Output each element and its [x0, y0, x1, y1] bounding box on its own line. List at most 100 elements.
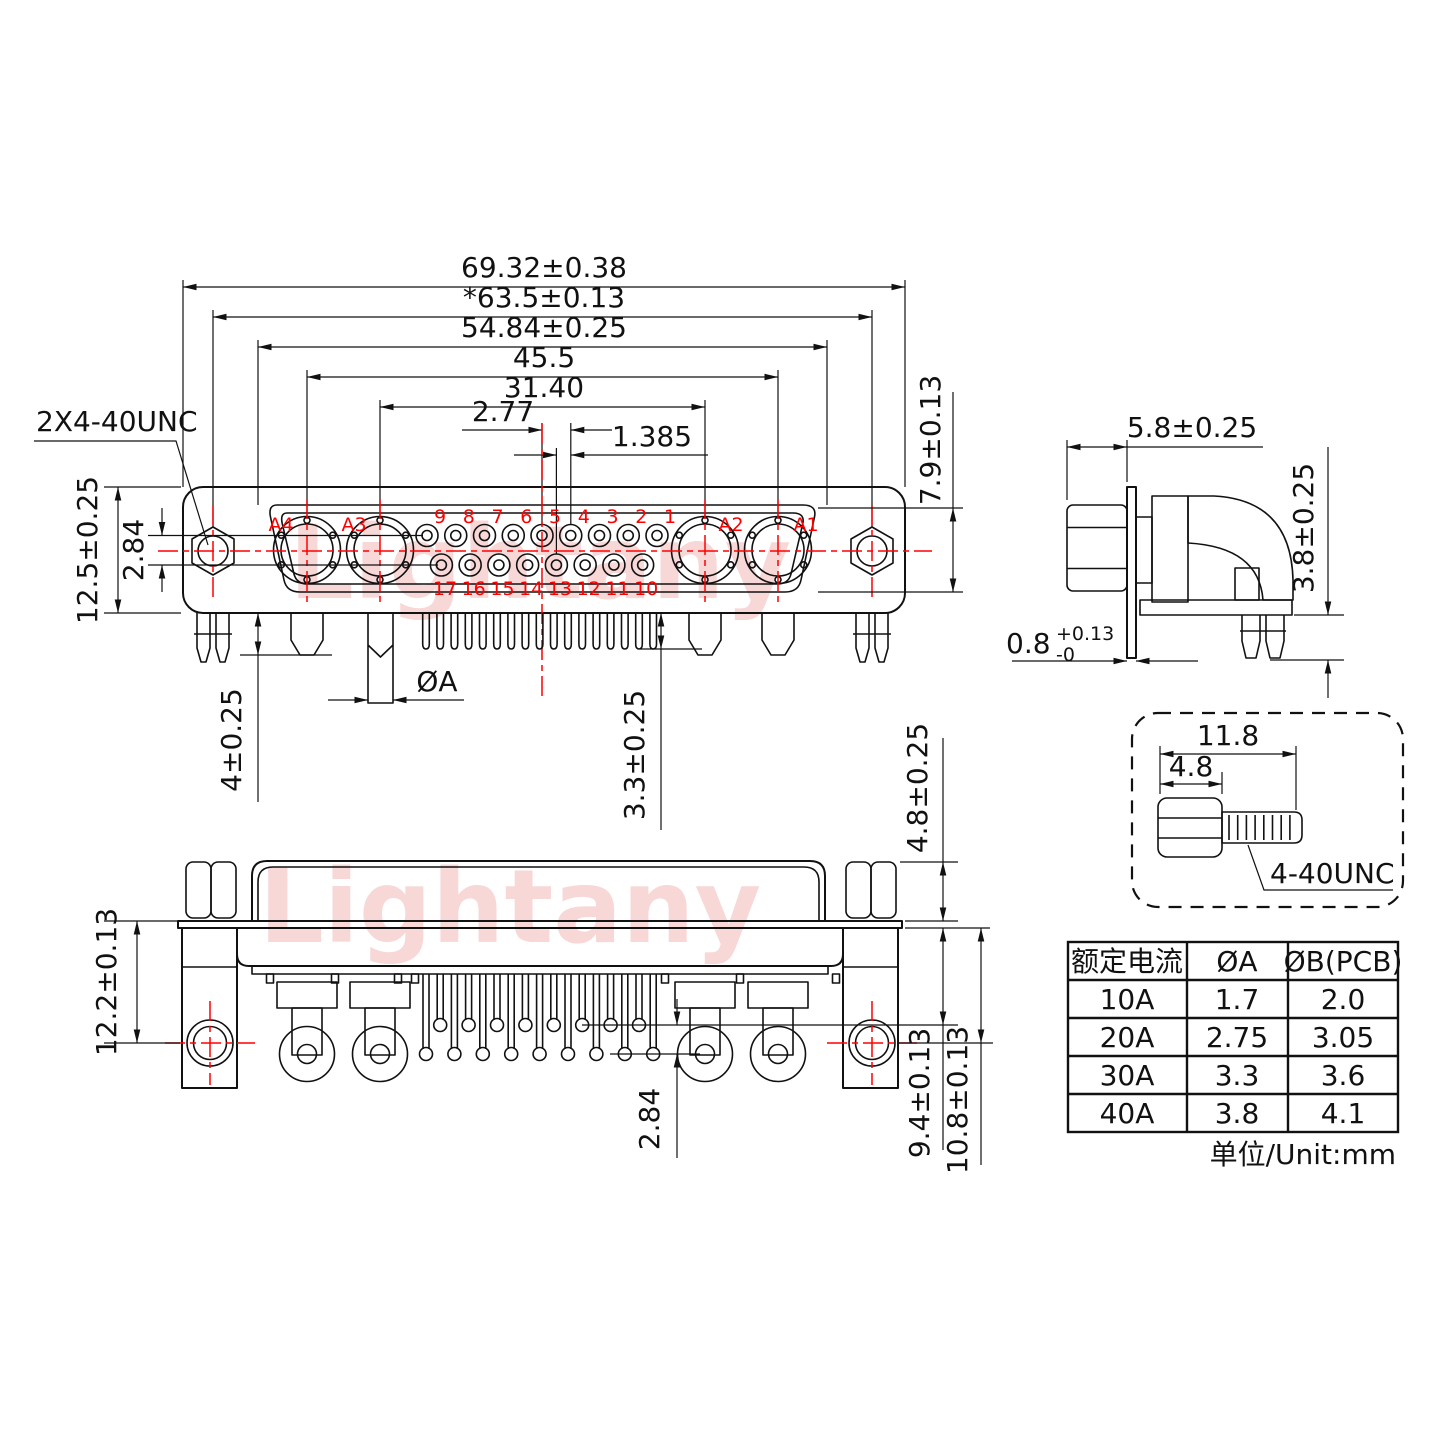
contact-label-a2: A2 [718, 514, 743, 536]
pin-number-1: 1 [664, 506, 676, 528]
dim-row-offset: 2.84 [117, 519, 150, 581]
table-header-dia-a: ØA [1216, 945, 1257, 978]
bottom-coax-pin-a2 [674, 981, 736, 1083]
pin-number-9: 9 [434, 506, 446, 528]
side-foot-plate [1139, 599, 1293, 616]
watermark-text-bottom: Lightany [259, 848, 761, 967]
front-view: 69.32±0.38 *63.5±0.13 54.84±0.25 45.5 31… [34, 251, 963, 830]
side-board-lock [1240, 615, 1286, 659]
dim-flange-width: 54.84±0.25 [461, 311, 627, 344]
bottom-view: 12.2±0.13 4.8±0.25 9.4±0.13 10.8±0.13 2.… [90, 723, 993, 1174]
contact-label-a4: A4 [268, 514, 293, 536]
dim-flange-height: 7.9±0.13 [914, 375, 947, 505]
front-thread-callout: 2X4-40UNC [34, 405, 209, 546]
side-body-step1 [1135, 516, 1153, 584]
dim-mount-span: *63.5±0.13 [463, 281, 625, 314]
table-cell-0-1: 1.7 [1215, 983, 1260, 1016]
side-coupling-nut [1066, 504, 1128, 592]
dim-pin-row-depth: 9.4±0.13 [903, 1028, 936, 1158]
dim-screw-length: 11.8 [1197, 719, 1259, 752]
pin-number-10: 10 [634, 578, 658, 600]
side-dimensions: 5.8±0.25 3.8±0.25 0.8 +0.13 -0 [1006, 411, 1344, 698]
table-cell-1-1: 2.75 [1206, 1021, 1268, 1054]
bottom-coax-pins [276, 981, 809, 1083]
front-top-dimensions: 69.32±0.38 *63.5±0.13 54.84±0.25 45.5 31… [182, 251, 906, 554]
side-view: 5.8±0.25 3.8±0.25 0.8 +0.13 -0 [1006, 411, 1344, 698]
tolerance-plus: +0.13 [1056, 623, 1114, 645]
pin-number-12: 12 [577, 578, 601, 600]
dim-bracket-height: 12.2±0.13 [90, 908, 123, 1056]
table-header-current: 额定电流 [1071, 945, 1183, 978]
table-cell-3-0: 40A [1100, 1097, 1155, 1130]
connector-shell [182, 486, 906, 614]
bottom-shell-inner [257, 866, 820, 921]
thread-label: 4-40UNC [1270, 857, 1395, 890]
bottom-bracket-right [827, 927, 917, 1089]
pin-number-16: 16 [462, 578, 486, 600]
dim-overall-width: 69.32±0.38 [461, 251, 627, 284]
peg-a2 [688, 613, 722, 656]
bottom-signal-pins [418, 974, 661, 1062]
spec-table: 额定电流 ØA ØB(PCB) 10A 1.7 2.0 20A 2.75 3.0… [1066, 940, 1403, 1171]
bottom-shell-outer [251, 860, 826, 922]
contact-label-a3: A3 [341, 514, 366, 536]
bottom-standoff-left [185, 861, 237, 919]
bottom-ledge-tabs [265, 973, 841, 984]
board-lock-left [194, 613, 232, 663]
table-cell-2-1: 3.3 [1215, 1059, 1260, 1092]
bottom-flange-plate [177, 920, 903, 929]
signal-pin-tails [421, 613, 658, 650]
side-body-step2 [1151, 495, 1189, 603]
bottom-dimensions: 12.2±0.13 4.8±0.25 9.4±0.13 10.8±0.13 2.… [90, 723, 993, 1174]
dim-peg-length: 4±0.25 [215, 688, 248, 792]
dim-pin-protrusion: 3.3±0.25 [618, 690, 651, 820]
pin-number-6: 6 [520, 506, 532, 528]
dim-hole-depth: 10.8±0.13 [941, 1026, 974, 1174]
bottom-standoff-right [845, 861, 897, 919]
pin-number-17: 17 [433, 578, 457, 600]
screw-detail: 11.8 4.8 4-40UNC [1130, 711, 1405, 909]
pin-numbers-bottom: 17 16 15 14 13 12 11 10 [433, 578, 658, 600]
d-flange-outer [269, 504, 816, 593]
bottom-bracket-left [165, 927, 255, 1089]
pin-number-15: 15 [490, 578, 514, 600]
pin-numbers-top: 9 8 7 6 5 4 3 2 1 [434, 506, 676, 528]
table-header-dia-b: ØB(PCB) [1284, 945, 1403, 978]
table-cell-2-2: 3.6 [1321, 1059, 1366, 1092]
pin-number-3: 3 [607, 506, 619, 528]
contact-label-a1: A1 [793, 514, 818, 536]
pin-number-13: 13 [548, 578, 572, 600]
thumbscrew [1157, 797, 1303, 858]
tolerance-minus: -0 [1056, 644, 1075, 666]
dim-pin-pitch: 2.77 [472, 395, 534, 428]
dim-row-offset-bottom: 2.84 [633, 1088, 666, 1150]
bottom-ledge [251, 965, 829, 975]
side-right-angle-bracket [1187, 495, 1294, 601]
screw-dimensions: 11.8 4.8 4-40UNC [1159, 719, 1395, 891]
front-centerlines [158, 424, 932, 700]
dim-standoff-height: 4.8±0.25 [901, 723, 934, 853]
pin-number-2: 2 [635, 506, 647, 528]
dim-side-depth: 5.8±0.25 [1127, 411, 1257, 444]
pin-number-8: 8 [463, 506, 475, 528]
thread-callout: 2X4-40UNC [36, 405, 198, 438]
table-cell-1-0: 20A [1100, 1021, 1155, 1054]
pin-dia-label: ØA [416, 665, 457, 698]
dim-contact-span-inner: 31.40 [504, 371, 584, 404]
table-cell-2-0: 30A [1100, 1059, 1155, 1092]
bottom-coax-pin-a4 [276, 981, 338, 1083]
dim-screw-head: 4.8 [1169, 750, 1214, 783]
front-side-dimensions: 7.9±0.13 12.5±0.25 2.84 4±0.25 ØA 3.3±0.… [71, 375, 963, 830]
bottom-coax-pin-a1 [747, 981, 809, 1083]
bottom-coax-pin-a3 [349, 981, 411, 1083]
dim-shell-height: 12.5±0.25 [71, 476, 104, 624]
table-cell-3-1: 3.8 [1215, 1097, 1260, 1130]
dim-contact-span-outer: 45.5 [513, 341, 575, 374]
pin-number-11: 11 [605, 578, 629, 600]
pin-number-4: 4 [578, 506, 590, 528]
table-cell-3-2: 4.1 [1321, 1097, 1366, 1130]
front-lower-features [194, 613, 891, 704]
board-lock-right [853, 613, 891, 663]
